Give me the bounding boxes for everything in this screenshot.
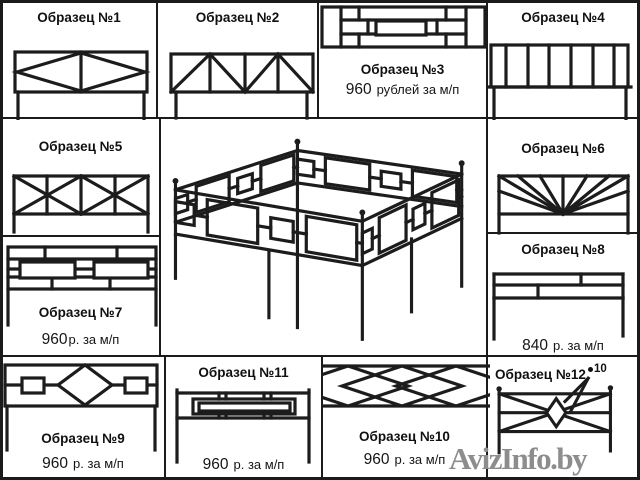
fence-photo-card (159, 117, 488, 360)
price-number: 960 (363, 451, 390, 468)
price-unit: р. за м/п (553, 338, 604, 353)
sample-title: Образец №7 (38, 305, 123, 320)
fence-design-6 (496, 173, 631, 235)
price-unit: р. за м/п (73, 456, 124, 471)
price-unit: р. за м/п (394, 452, 446, 467)
sample-title: Образец №3 (360, 62, 445, 77)
sample-card-4: Образец №4 (486, 0, 640, 120)
size-callout: 10 (588, 363, 607, 375)
sample-title: Образец №11 (198, 365, 289, 380)
price-number: 960 (202, 456, 229, 473)
sample-title: Образец №9 (41, 431, 125, 446)
fence-design-2 (168, 51, 316, 120)
sample-card-9: Образец №9 960 р. за м/п (0, 355, 166, 480)
callout-label: 10 (594, 363, 607, 375)
fence-design-9 (3, 363, 159, 452)
sample-title: Образец №1 (37, 10, 121, 25)
sample-price: 960 р. за м/п (323, 451, 486, 469)
callout-dot (588, 366, 593, 372)
fence-design-8 (492, 272, 625, 341)
fence-design-12 (496, 376, 614, 455)
price-number: 840 (522, 337, 548, 354)
sample-card-6: Образец №6 (486, 117, 640, 235)
price-number: 960 (41, 331, 68, 348)
fence-design-10 (323, 364, 490, 408)
sample-card-1: Образец №1 (0, 0, 158, 120)
sample-price: 960 р. за м/п (166, 456, 321, 474)
fence-design-3 (320, 5, 487, 49)
sample-card-5: Образец №5 (0, 117, 161, 237)
sample-price: 840 р. за м/п (488, 337, 638, 355)
fence-photo (161, 138, 465, 341)
sample-title: Образец №5 (38, 139, 123, 154)
sample-title: Образец №8 (521, 242, 605, 257)
price-number: 960 (42, 455, 68, 472)
price-number: 960 (345, 81, 372, 98)
fence-design-7 (6, 245, 158, 327)
price-unit: рублей за м/п (376, 82, 460, 97)
price-unit: р. за м/п (233, 457, 285, 472)
fence-design-5 (11, 173, 151, 234)
fence-design-4 (488, 43, 633, 120)
fence-design-11 (175, 388, 311, 464)
sample-card-7: Образец №7 960р. за м/п (0, 235, 161, 357)
sample-price: 960 рублей за м/п (319, 81, 486, 99)
sample-title: Образец №12 (495, 367, 586, 382)
sample-title: Образец №2 (195, 10, 280, 25)
sample-card-3: Образец №3 960 рублей за м/п (317, 0, 488, 119)
fence-design-1 (11, 50, 151, 120)
sample-card-2: Образец №2 (156, 0, 319, 120)
price-unit: р. за м/п (68, 332, 120, 347)
sample-card-11: Образец №11 960 р. за м/п (164, 355, 323, 480)
sample-title: Образец №10 (359, 429, 450, 444)
sample-price: 960 р. за м/п (2, 455, 164, 473)
sample-title: Образец №4 (521, 10, 605, 25)
sample-card-10: Образец №10 960 р. за м/п (321, 355, 490, 480)
watermark: AvizInfo.by (449, 441, 588, 476)
sample-price: 960р. за м/п (2, 331, 159, 349)
sample-title: Образец №6 (521, 141, 605, 156)
sample-card-8: Образец №8 840 р. за м/п (486, 232, 640, 357)
